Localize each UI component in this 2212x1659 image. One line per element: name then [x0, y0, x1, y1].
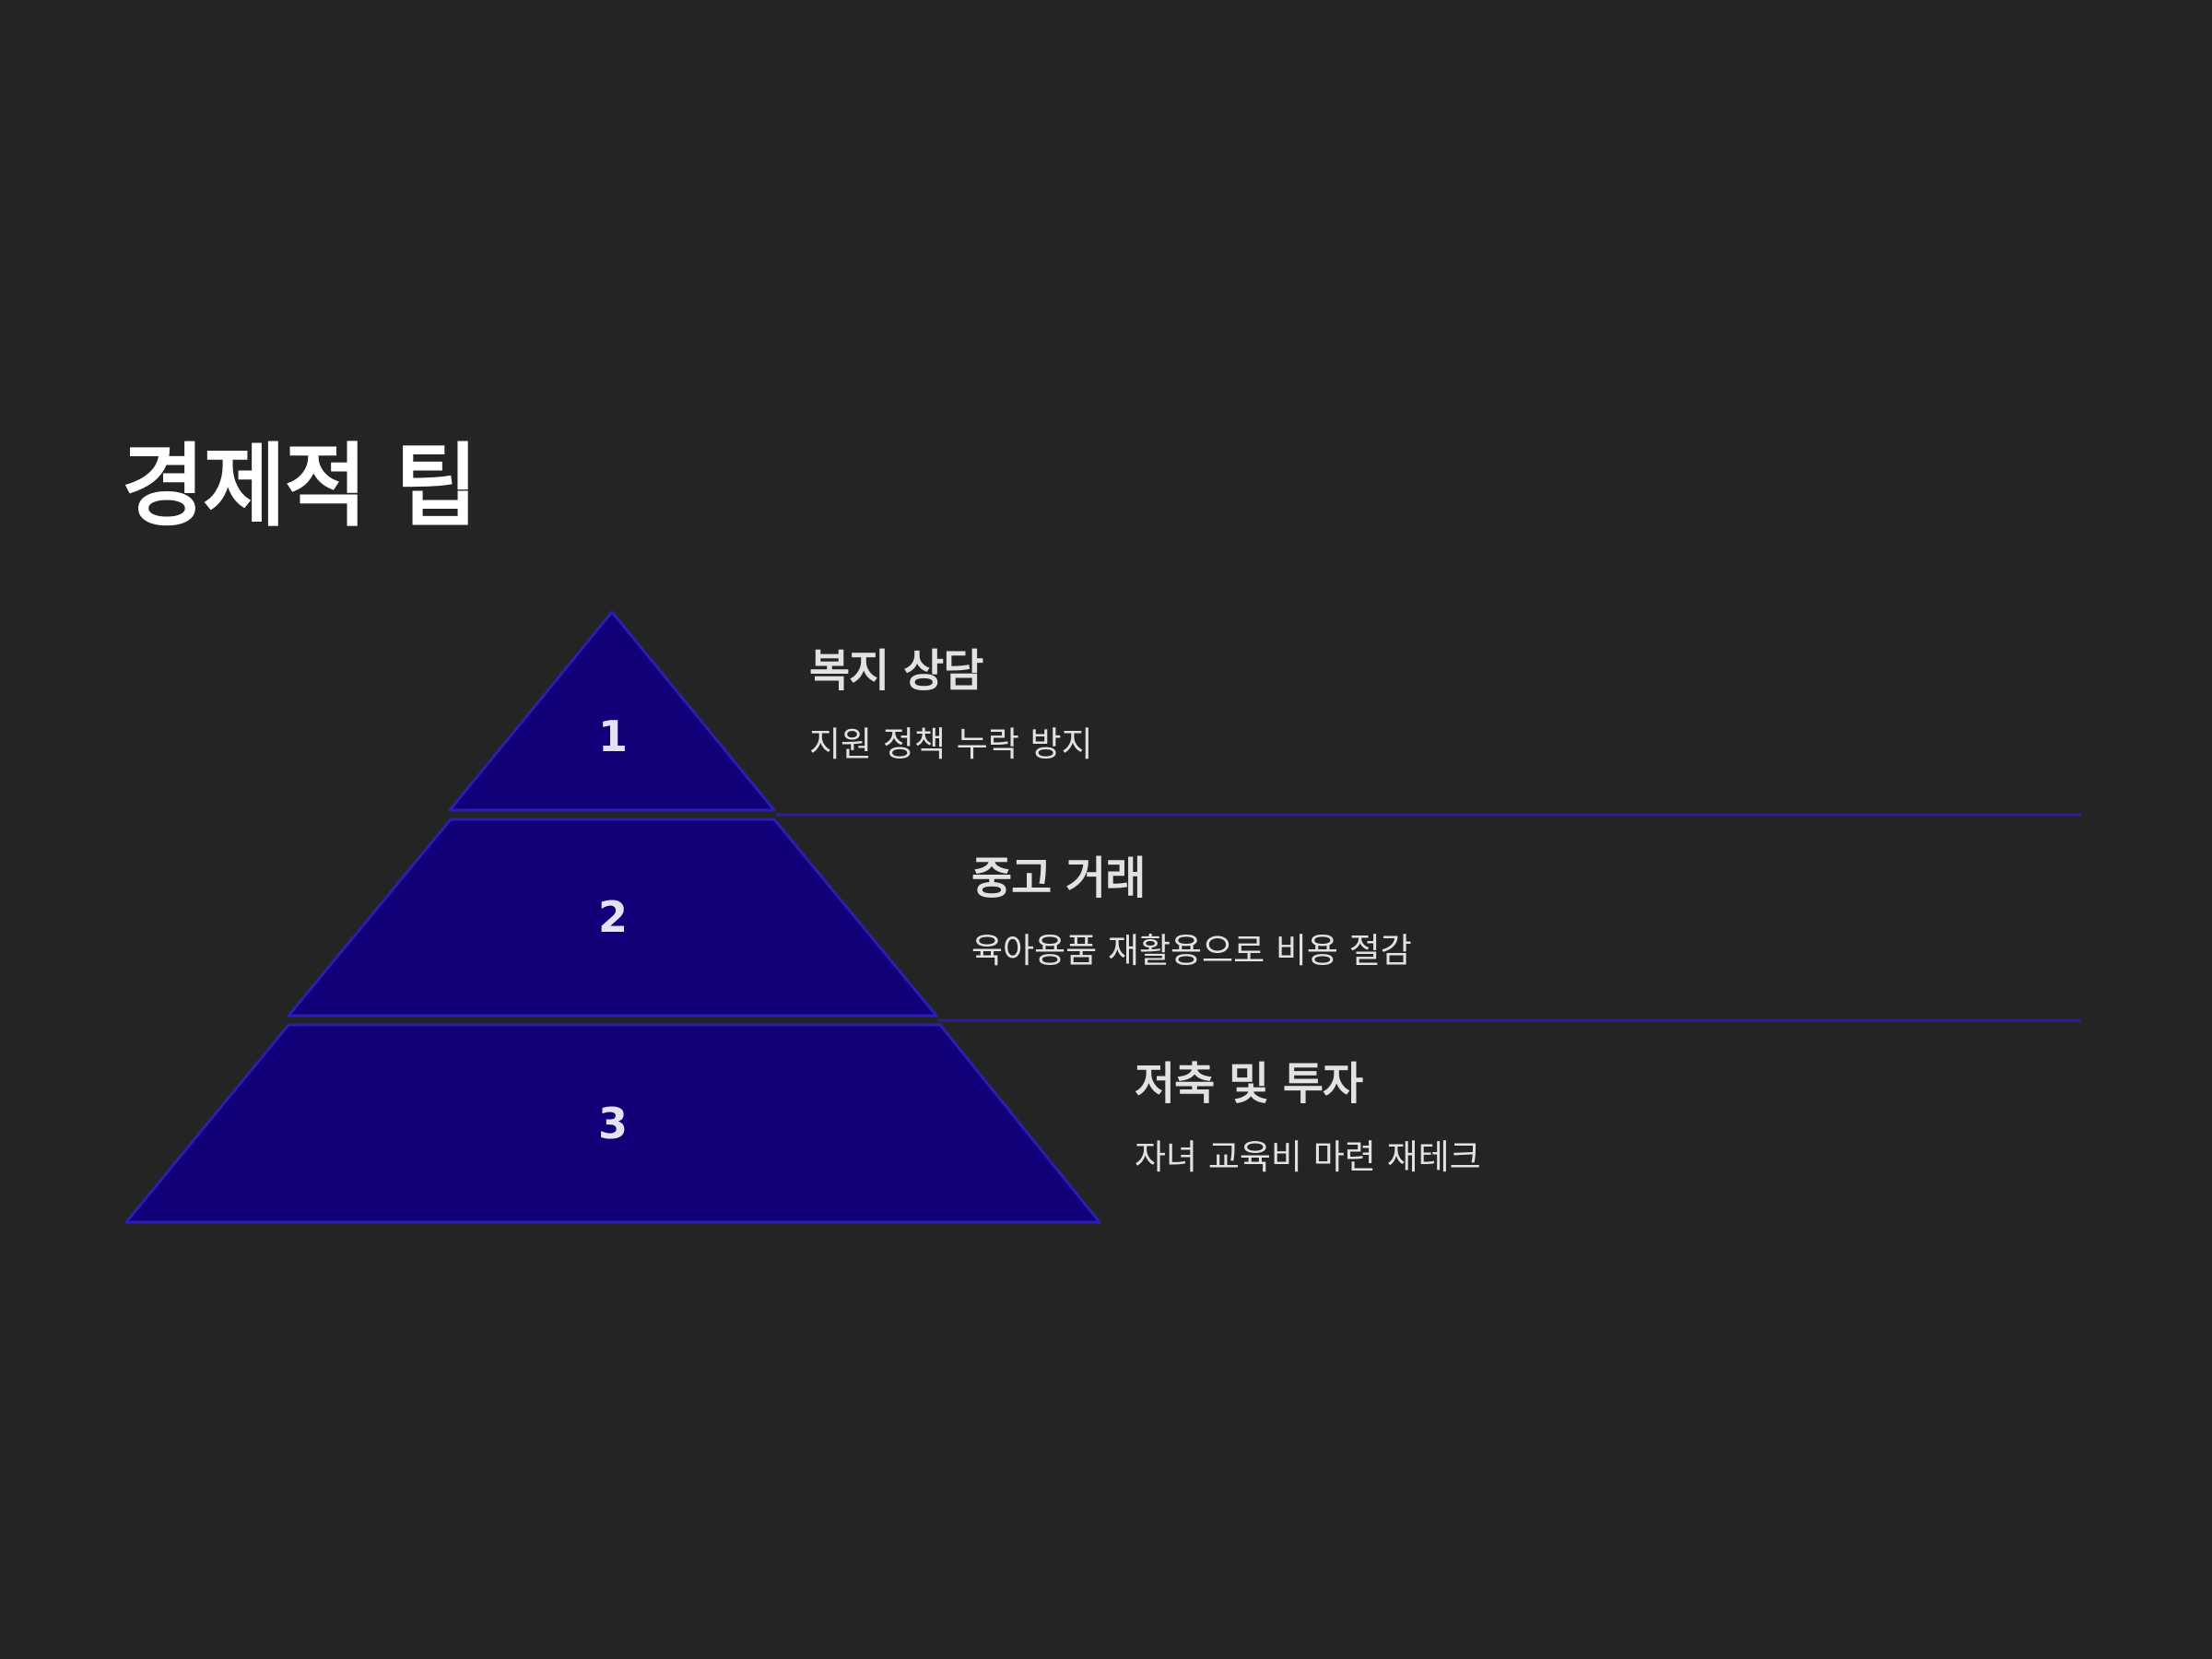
tier-2-number: 2: [598, 892, 628, 942]
slide-title: 경제적 팁: [122, 434, 478, 539]
tier-1-description: 지원 정책 누락 방지: [809, 724, 1093, 764]
tier-3-shape: [124, 1023, 1101, 1224]
tier-2-description: 육아용품 재활용으로 비용 절감: [971, 931, 1412, 971]
tier-3-number: 3: [598, 1099, 628, 1148]
tier-1-number: 1: [598, 712, 628, 761]
tier-3-title: 저축 및 투자: [1135, 1058, 1363, 1110]
tier-3-description: 자녀 교육비 마련 재테크: [1135, 1137, 1481, 1177]
tier-2-title: 중고 거래: [971, 853, 1146, 904]
tier-1-shape: [448, 610, 776, 812]
tier-1-title: 복지 상담: [809, 645, 983, 697]
tier-2-shape: [287, 818, 938, 1018]
